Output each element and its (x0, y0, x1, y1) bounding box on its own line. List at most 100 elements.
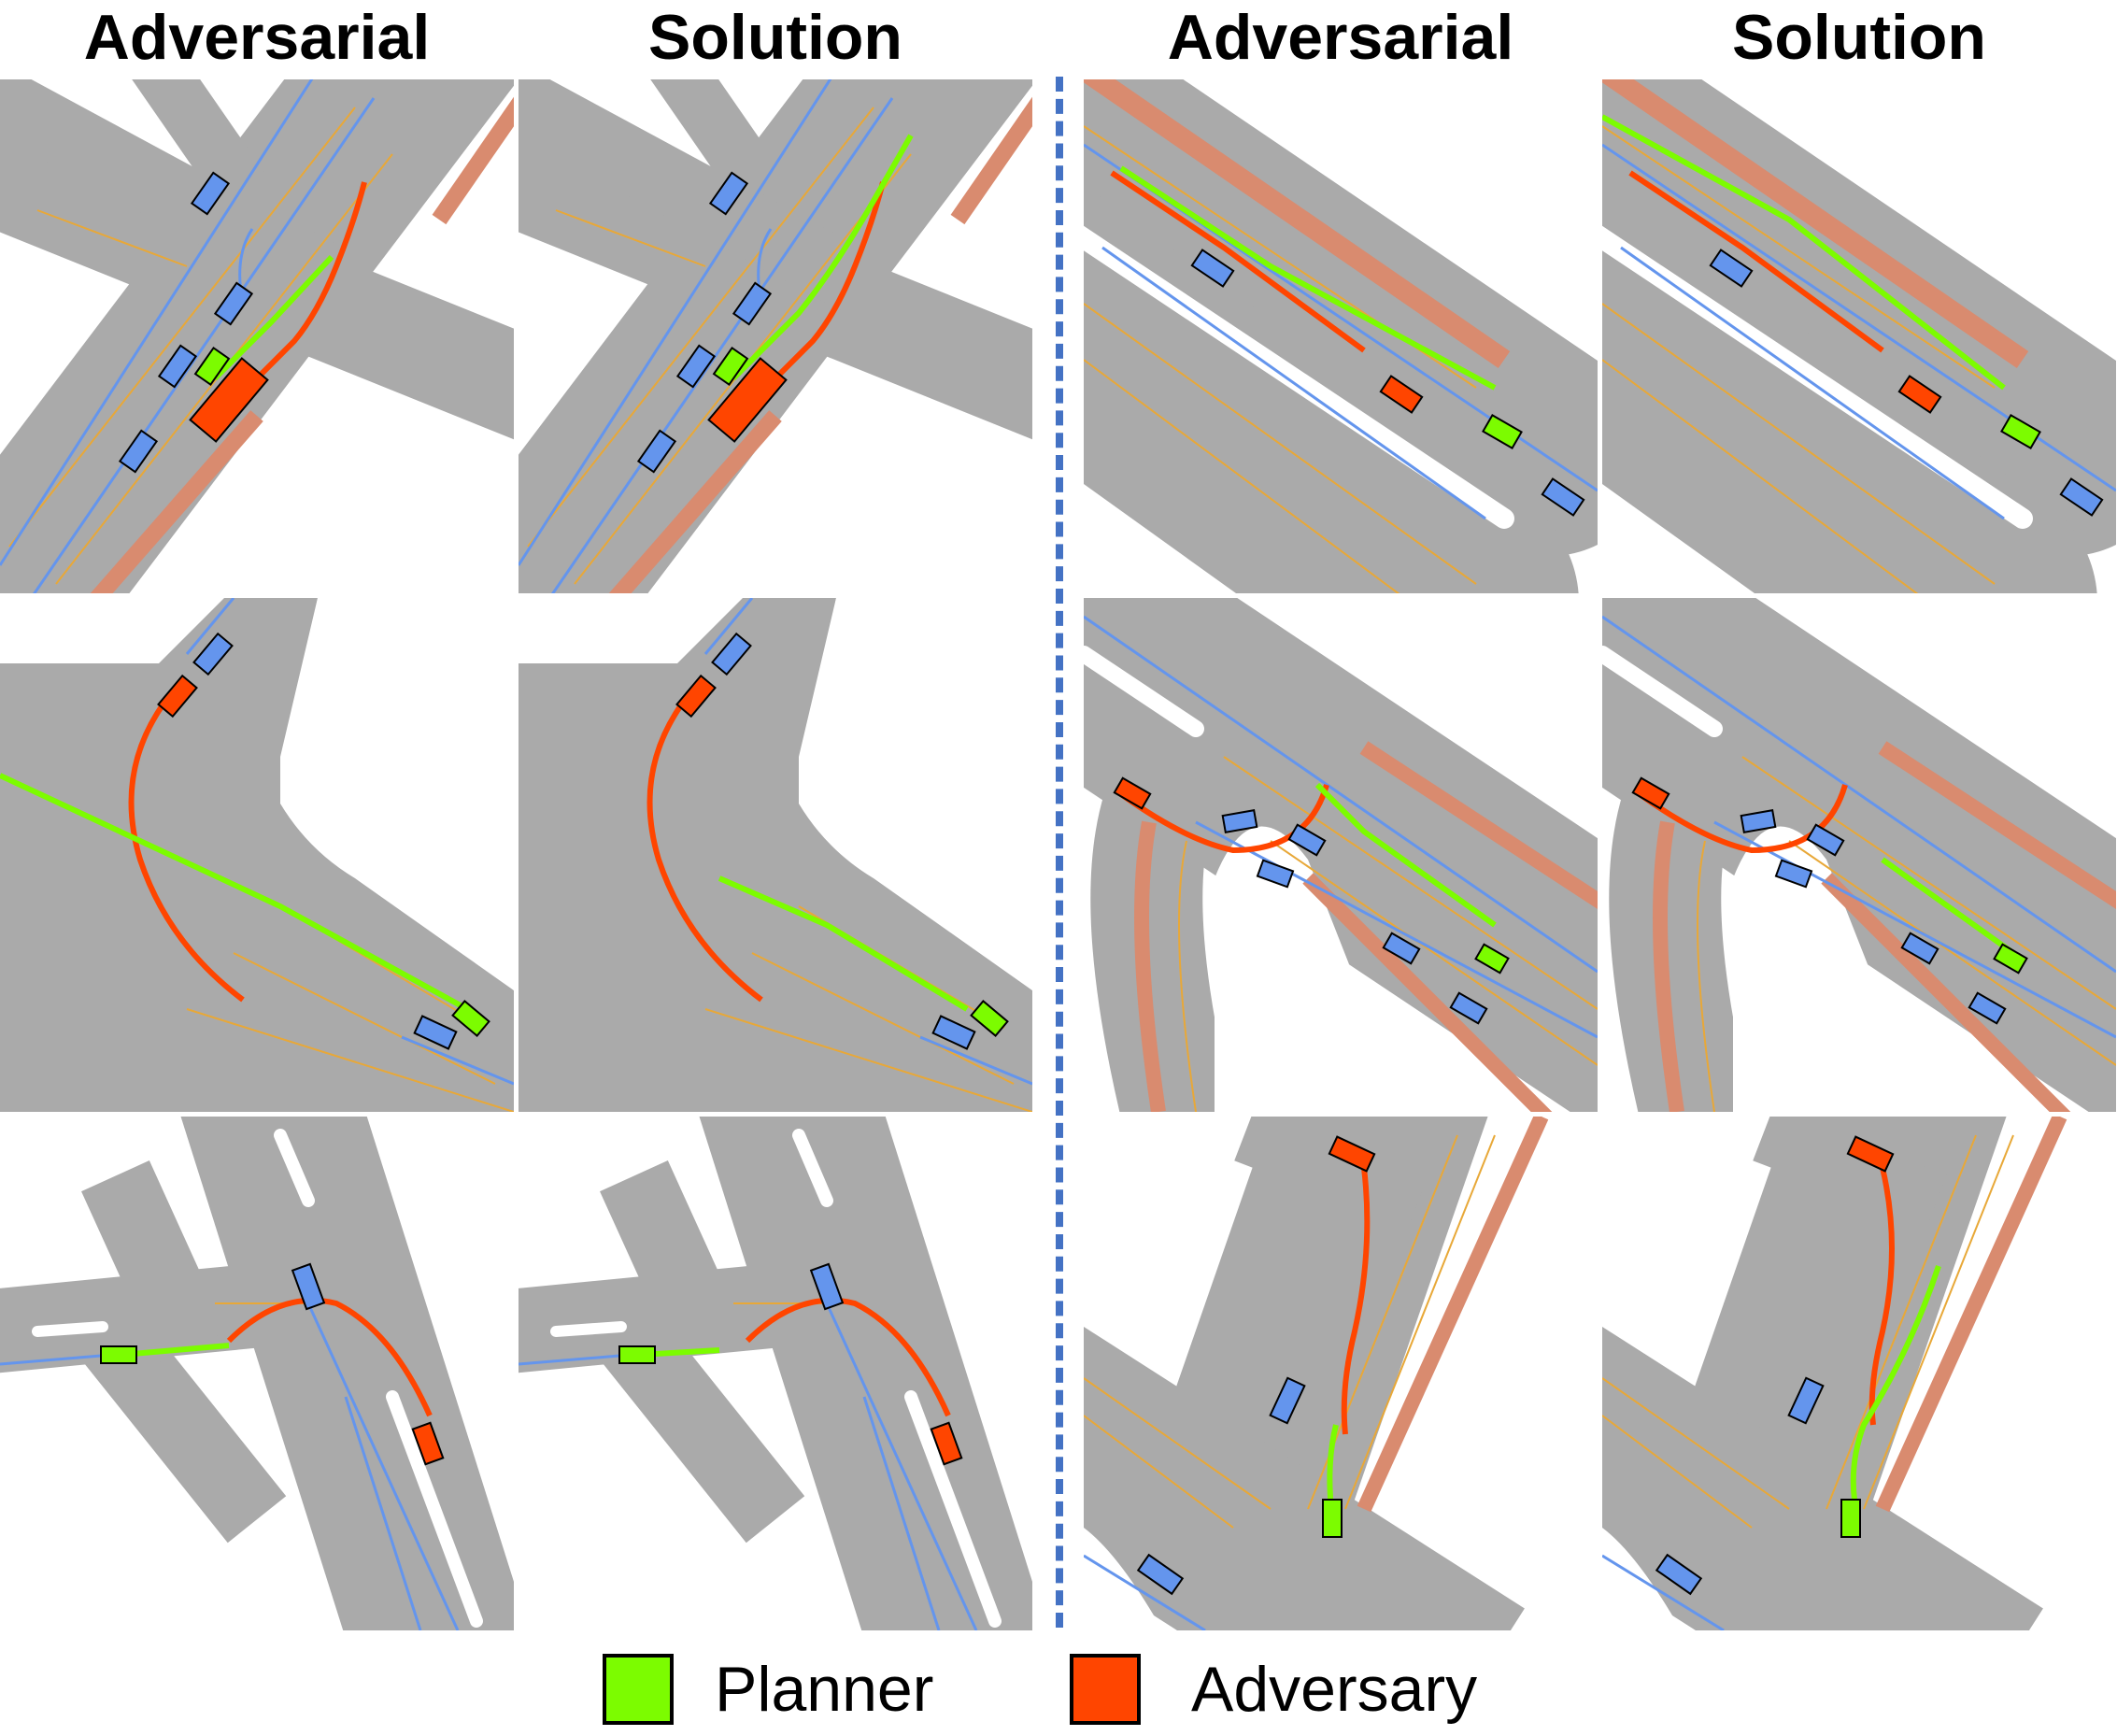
planner-vehicle (1474, 943, 1510, 975)
other-vehicle (1740, 809, 1777, 833)
other-vehicle (1968, 991, 2007, 1025)
adversary-trajectory (235, 181, 367, 400)
other-vehicle (413, 1015, 458, 1050)
planner-vehicle (1482, 413, 1523, 450)
other-vehicle (732, 281, 773, 326)
adversary-trajectory (1868, 1167, 1895, 1426)
adversary-vehicle (411, 1421, 445, 1466)
scenario-panel-r2-solution-a (519, 598, 1032, 1112)
column-title-adversarial-right: Adversarial (1167, 2, 1514, 73)
adversary-vehicle (707, 357, 788, 443)
planner-vehicle (1322, 1499, 1343, 1538)
scenario-panel-r1-solution-b (1602, 79, 2116, 593)
scenario-panel-r1-adversarial-a (0, 79, 514, 593)
other-vehicle (1806, 823, 1845, 857)
road-network (0, 598, 514, 1112)
adversary-vehicle (1631, 776, 1670, 810)
adversary-trajectory (745, 1297, 951, 1417)
column-title-solution-left: Solution (648, 2, 902, 73)
adversary-trajectory (1119, 784, 1329, 854)
other-vehicle (2059, 477, 2104, 517)
legend-planner-label: Planner (715, 1654, 934, 1725)
other-vehicle (213, 281, 254, 326)
other-vehicle (931, 1015, 976, 1050)
other-vehicle (1269, 1376, 1306, 1425)
other-vehicle (1221, 809, 1258, 833)
adversary-trajectory (1638, 784, 1848, 854)
other-vehicle (1190, 249, 1235, 288)
planner-vehicle (451, 1000, 490, 1037)
planner-trajectory (121, 1343, 230, 1358)
planner-trajectory (718, 875, 969, 1012)
adversary-vehicle (189, 357, 269, 443)
road-network (0, 79, 514, 593)
other-vehicle (636, 429, 677, 474)
column-title-adversarial-left: Adversarial (83, 2, 431, 73)
other-vehicle (157, 344, 198, 389)
other-vehicle (708, 171, 749, 216)
adversary-trajectory (128, 690, 245, 1003)
planner-vehicle (618, 1345, 656, 1364)
adversary-trajectory (1628, 170, 1884, 353)
other-vehicle (675, 344, 717, 389)
scenario-panel-r3-adversarial-b (1084, 1117, 1598, 1630)
planner-trajectory (212, 254, 334, 381)
adversary-vehicle (1113, 776, 1152, 810)
scenario-panel-r3-adversarial-a (0, 1117, 514, 1630)
adversary-vehicle (1328, 1135, 1376, 1173)
adversary-trajectory (646, 690, 763, 1003)
other-vehicle (1287, 823, 1327, 857)
adversary-vehicle (1846, 1135, 1895, 1173)
other-vehicle (291, 1262, 326, 1311)
column-title-solution-right: Solution (1732, 2, 1986, 73)
adversary-vehicle (675, 674, 717, 719)
adversary-vehicle (1897, 375, 1942, 414)
adversary-trajectory (754, 181, 886, 400)
planner-vehicle (2000, 413, 2041, 450)
planner-vehicle (712, 346, 749, 387)
other-vehicle (809, 1262, 845, 1311)
planner-trajectory (0, 773, 469, 1012)
planner-trajectory (1602, 114, 2006, 391)
other-vehicle (1449, 991, 1488, 1025)
other-vehicle (1900, 932, 1939, 965)
adversary-vehicle (930, 1421, 963, 1466)
scenario-panel-r2-adversarial-a (0, 598, 514, 1112)
other-vehicle (1655, 1553, 1703, 1596)
planner-vehicle (100, 1345, 137, 1364)
curb (90, 96, 514, 593)
other-vehicle (1136, 1553, 1185, 1596)
column-divider (1056, 77, 1063, 1628)
planner-trajectory (1881, 857, 2015, 956)
adversary-trajectory (1110, 170, 1366, 353)
other-vehicle (192, 632, 234, 676)
other-vehicle (1541, 477, 1585, 517)
scenario-panel-r3-solution-a (519, 1117, 1032, 1630)
planner-vehicle (193, 346, 231, 387)
planner-trajectory (1850, 1265, 1941, 1501)
legend-adversary-label: Adversary (1191, 1654, 1478, 1725)
legend-planner-swatch (603, 1654, 674, 1725)
scenario-panel-r1-adversarial-b (1084, 79, 1598, 593)
other-vehicle (1709, 249, 1754, 288)
other-vehicle (190, 171, 231, 216)
other-vehicle (711, 632, 752, 676)
other-vehicle (1256, 859, 1295, 889)
other-vehicle (118, 429, 159, 474)
planner-vehicle (1840, 1499, 1861, 1538)
adversary-trajectory (226, 1297, 433, 1417)
planner-vehicle (970, 1000, 1009, 1037)
legend-adversary-swatch (1070, 1654, 1141, 1725)
scenario-panel-r1-solution-a (519, 79, 1032, 593)
scenario-panel-r2-adversarial-b (1084, 598, 1598, 1112)
adversary-trajectory (1341, 1167, 1371, 1435)
planner-vehicle (1993, 943, 2028, 975)
scenario-panel-r2-solution-b (1602, 598, 2116, 1112)
scenario-panel-r3-solution-b (1602, 1117, 2116, 1630)
adversary-vehicle (1379, 375, 1424, 414)
planner-trajectory (731, 134, 914, 381)
adversary-vehicle (157, 674, 198, 719)
other-vehicle (1774, 859, 1813, 889)
planner-trajectory (1119, 165, 1497, 391)
other-vehicle (1787, 1376, 1825, 1425)
